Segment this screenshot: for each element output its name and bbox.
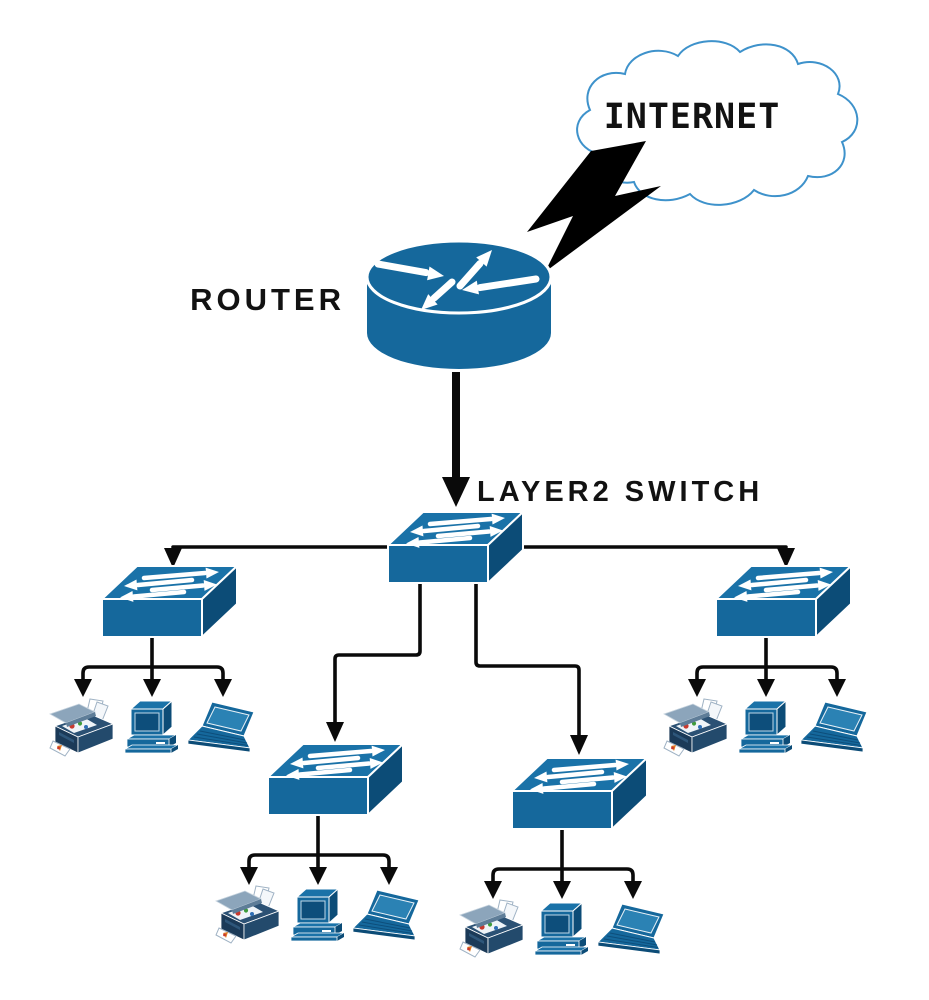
layer2-switch-icon (388, 512, 523, 583)
printer-icon (215, 885, 280, 944)
desktop-computer-icon (124, 700, 179, 754)
laptop-icon (597, 903, 665, 955)
fanout-middle-right-switch (484, 827, 642, 899)
access-switch-middle-left-icon (268, 744, 403, 815)
fanout-middle-left-switch (240, 813, 398, 885)
lightning-bolt-icon (527, 141, 661, 272)
layer2-switch-label: LAYER2 SWITCH (477, 476, 763, 508)
link-core-to-right-switch (521, 545, 795, 568)
desktop-computer-icon (290, 888, 345, 942)
fanout-right-switch (688, 635, 846, 697)
desktop-computer-icon (738, 700, 793, 754)
internet-label: INTERNET (604, 97, 781, 137)
desktop-computer-icon (534, 902, 589, 956)
router-label: ROUTER (190, 282, 345, 317)
fanout-left-switch (74, 635, 232, 697)
link-core-to-left-switch (164, 545, 390, 568)
link-core-to-middle-left-switch (326, 581, 422, 742)
link-core-to-middle-right-switch (474, 581, 588, 755)
router-icon (365, 239, 553, 369)
printer-icon (663, 698, 728, 757)
access-switch-right-icon (716, 566, 851, 637)
printer-icon (49, 698, 114, 757)
internet-cloud: INTERNET (576, 40, 859, 206)
laptop-icon (352, 889, 420, 941)
cloud-outline (576, 40, 859, 206)
printer-icon (459, 899, 524, 958)
access-switch-middle-right-icon (512, 758, 647, 829)
router-to-switch-arrow (442, 372, 470, 507)
laptop-icon (187, 701, 255, 753)
access-switch-left-icon (102, 566, 237, 637)
laptop-icon (800, 701, 868, 753)
